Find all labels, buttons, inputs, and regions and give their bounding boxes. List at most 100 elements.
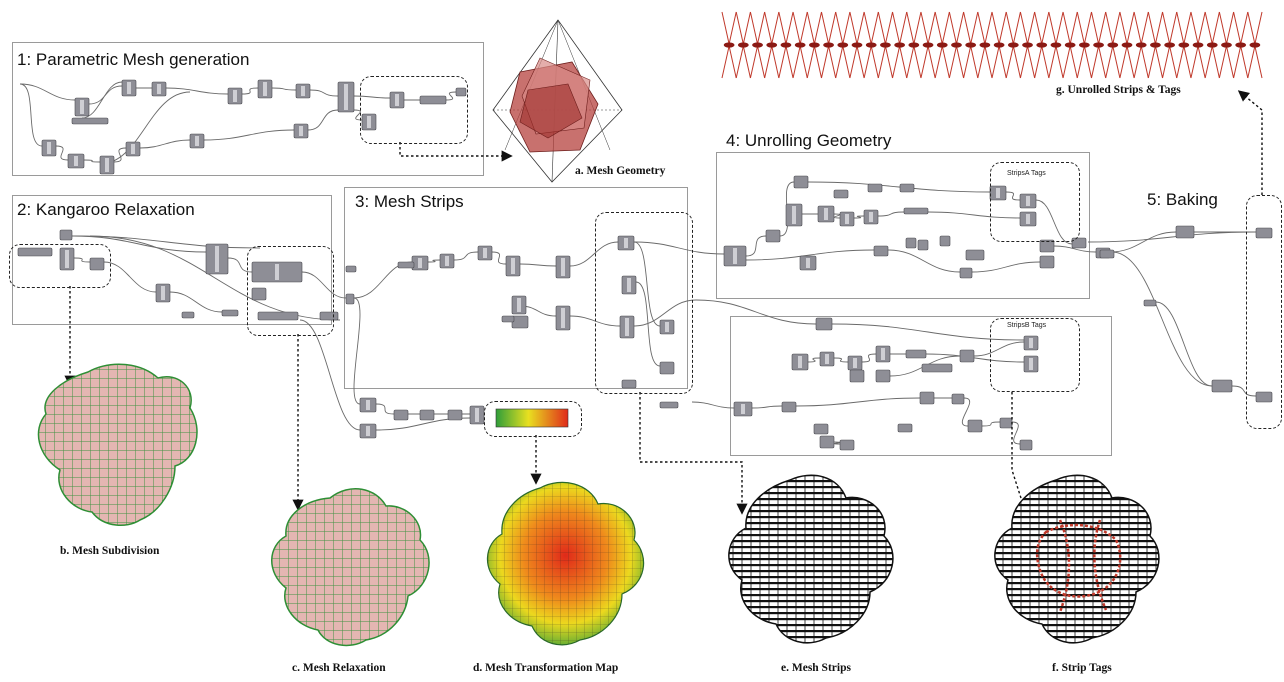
mesh-transformation-figure <box>486 481 645 646</box>
wire-6 <box>309 89 339 97</box>
wire-32 <box>519 263 557 267</box>
section-title-mesh-strips: 3: Mesh Strips <box>355 192 464 211</box>
wire-80 <box>1111 251 1213 387</box>
wire-39 <box>633 241 725 255</box>
component-label-37 <box>561 258 565 276</box>
component-label-12 <box>74 156 78 166</box>
component-label-22 <box>215 246 219 272</box>
group-mesh-output <box>360 76 468 144</box>
component-50 <box>393 409 409 421</box>
wire-5 <box>271 87 297 91</box>
unrolled-tag-9 <box>851 42 863 48</box>
component-26 <box>257 311 299 321</box>
wire-76 <box>961 397 971 427</box>
component-label-57 <box>792 206 796 224</box>
component-108 <box>1099 249 1115 259</box>
unrolled-tag-0 <box>723 42 735 48</box>
wire-49 <box>807 181 991 193</box>
wire-10 <box>19 83 43 147</box>
unrolled-tag-8 <box>837 42 849 48</box>
strips-b-tags-label: StripsB Tags <box>1007 322 1047 329</box>
component-91 <box>919 391 935 405</box>
component-label-24 <box>275 264 279 280</box>
wire-77 <box>981 421 1001 427</box>
component-25 <box>251 287 267 301</box>
component-95 <box>819 435 835 449</box>
unrolled-tag-37 <box>1249 42 1261 48</box>
wire-37 <box>635 281 661 367</box>
component-46 <box>501 315 515 323</box>
section-title-parametric-mesh: 1: Parametric Mesh generation <box>17 50 250 69</box>
component-87 <box>849 369 865 383</box>
component-77 <box>959 267 973 279</box>
component-label-42 <box>665 322 669 332</box>
component-label-49 <box>366 426 370 436</box>
wire-34 <box>569 241 619 267</box>
unrolled-tag-7 <box>823 42 834 48</box>
section-title-kangaroo: 2: Kangaroo Relaxation <box>17 200 195 219</box>
wire-22 <box>103 261 157 293</box>
unrolled-tag-29 <box>1135 42 1147 48</box>
component-label-23 <box>161 286 165 300</box>
wire-30 <box>453 251 479 261</box>
wire-36 <box>633 241 661 327</box>
wire-53 <box>877 211 905 217</box>
strip-tags-figure <box>994 474 1160 644</box>
unrolled-tag-30 <box>1150 42 1161 48</box>
wire-27 <box>89 235 341 321</box>
unrolled-tag-33 <box>1192 42 1204 48</box>
wire-78 <box>1011 421 1021 445</box>
component-104 <box>1255 227 1273 239</box>
component-label-70 <box>996 188 1000 198</box>
group-gradient-preview <box>484 401 582 437</box>
component-68 <box>939 235 951 247</box>
wire-4 <box>241 87 259 95</box>
component-label-33 <box>483 248 487 258</box>
component-74 <box>1039 255 1055 269</box>
component-label-14 <box>131 144 135 154</box>
unrolled-tag-23 <box>1050 42 1062 48</box>
component-label-34 <box>511 258 515 274</box>
arrow-0 <box>399 142 513 162</box>
wire-31 <box>491 251 507 265</box>
component-79 <box>815 317 833 331</box>
unrolled-tag-11 <box>880 42 891 48</box>
component-47 <box>345 265 357 273</box>
component-75 <box>1071 237 1087 249</box>
component-label-90 <box>1029 358 1033 370</box>
component-9 <box>455 87 467 97</box>
component-97 <box>1019 439 1033 451</box>
caption-unrolled-strips: g. Unrolled Strips & Tags <box>1056 84 1181 96</box>
unrolled-tag-35 <box>1221 42 1232 48</box>
unrolled-tag-27 <box>1107 42 1119 48</box>
wire-13 <box>113 147 127 163</box>
unrolled-tag-2 <box>752 42 763 48</box>
panel-parametric-mesh <box>12 42 484 176</box>
unrolled-tag-24 <box>1064 42 1076 48</box>
arrow-4 <box>639 392 748 515</box>
wire-73 <box>751 405 783 409</box>
component-label-40 <box>627 278 631 292</box>
component-43 <box>659 361 675 375</box>
section-title-unrolling: 4: Unrolling Geometry <box>726 131 892 150</box>
wire-21 <box>73 257 91 263</box>
component-92 <box>951 393 965 405</box>
wire-16 <box>307 109 339 131</box>
wire-83 <box>1087 231 1257 243</box>
unrolled-strips-figure <box>721 11 1263 79</box>
component-17 <box>71 117 109 125</box>
component-107 <box>1255 391 1273 403</box>
component-label-60 <box>869 212 873 222</box>
unrolled-tag-28 <box>1121 42 1133 48</box>
unrolled-tag-12 <box>894 42 906 48</box>
wire-12 <box>83 159 101 163</box>
unrolled-tag-4 <box>780 42 792 48</box>
unrolled-tag-25 <box>1078 42 1090 48</box>
component-27 <box>221 309 239 317</box>
unrolled-tag-36 <box>1235 42 1247 48</box>
group-bake <box>1246 195 1282 429</box>
wire-46 <box>299 319 361 431</box>
component-28 <box>181 311 195 319</box>
